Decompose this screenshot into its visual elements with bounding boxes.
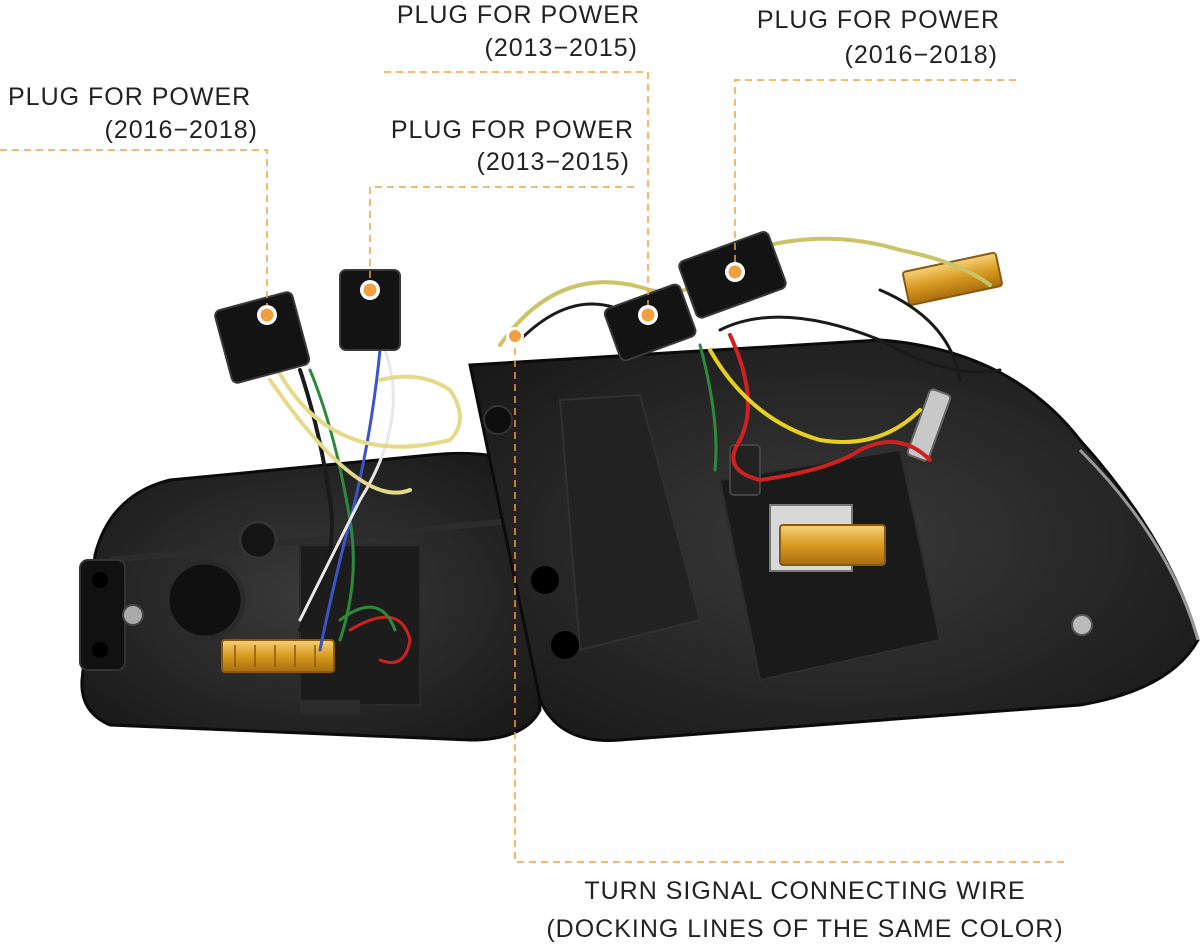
load-resistor-left: [221, 639, 335, 673]
leader-plug-left: [0, 149, 268, 315]
right-lamp-housing: [468, 251, 1200, 742]
leader-turn-signal: [514, 336, 1066, 863]
bolt-left: [122, 604, 144, 626]
bulb-socket-left: [164, 559, 246, 641]
label-plug-right-years: (2016−2018): [844, 41, 998, 69]
leader-plug-right: [734, 79, 1016, 272]
label-plug-left-years: (2016−2018): [104, 116, 258, 144]
callout-markers: [257, 262, 745, 345]
wiring-harness: [268, 236, 1002, 664]
label-turn-signal-title: TURN SIGNAL CONNECTING WIRE: [584, 877, 1026, 905]
bolt-right: [1071, 614, 1093, 636]
load-resistor-right-lower: [779, 524, 886, 566]
plug-connector-mid-left: [339, 269, 401, 351]
load-resistor-right-upper: [902, 251, 1003, 306]
callout-leaders: [0, 71, 1066, 863]
label-plug-mid-upper-years: (2013−2015): [484, 34, 638, 62]
label-plug-mid-upper-title: PLUG FOR POWER: [396, 1, 640, 29]
label-plug-mid-lower-title: PLUG FOR POWER: [390, 116, 634, 144]
label-plug-right-title: PLUG FOR POWER: [756, 6, 1000, 34]
leader-plug-mid-lower: [369, 186, 634, 290]
label-plug-left-title: PLUG FOR POWER: [8, 83, 252, 111]
grey-connector: [906, 388, 952, 462]
plug-connector-left: [214, 291, 311, 384]
leader-plug-mid-upper: [384, 71, 649, 315]
label-plug-mid-lower-years: (2013−2015): [476, 148, 630, 176]
label-turn-signal-note: (DOCKING LINES OF THE SAME COLOR): [546, 915, 1064, 943]
